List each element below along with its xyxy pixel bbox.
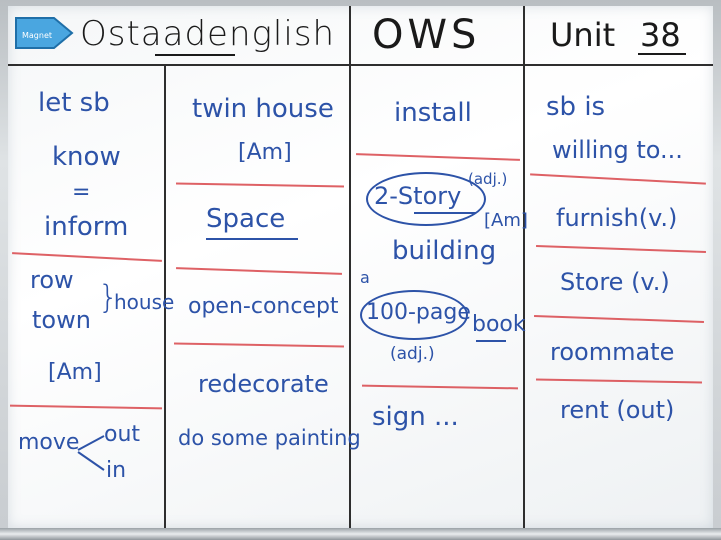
space-underline xyxy=(206,238,298,240)
sticker-text: Magnet xyxy=(22,31,52,40)
col1-item-know: know xyxy=(52,142,121,172)
col3-item-adj-1: (adj.) xyxy=(468,170,508,188)
col3-item-am: [Am] xyxy=(484,210,528,231)
header-divider xyxy=(8,64,713,66)
column-divider-3 xyxy=(523,6,525,528)
story-underline xyxy=(414,212,476,214)
col1-branch-lines xyxy=(77,435,105,471)
marker-tray xyxy=(0,528,721,540)
col2-item-open-concept: open-concept xyxy=(188,294,339,319)
col3-item-book: book xyxy=(472,312,526,337)
col3-item-install: install xyxy=(394,98,472,128)
col2-item-am: [Am] xyxy=(238,140,292,165)
col1-item-inform: inform xyxy=(44,212,129,242)
col2-item-redecorate: redecorate xyxy=(198,370,329,398)
col1-item-equals: = xyxy=(72,180,91,205)
header-logo-text: Ostaadenglish xyxy=(80,14,336,54)
book-underline xyxy=(476,340,506,342)
col2-item-twin-house: twin house xyxy=(192,94,334,124)
header-underline xyxy=(155,54,235,56)
col3-item-100-page: 100-page xyxy=(366,300,471,325)
col3-item-sign: sign ... xyxy=(372,402,459,432)
col4-item-rent-out: rent (out) xyxy=(560,396,675,424)
col1-item-let-sb: let sb xyxy=(38,88,110,118)
col1-item-town: town xyxy=(32,306,91,334)
col1-item-in: in xyxy=(106,458,127,483)
col2-item-do-some-painting: do some painting xyxy=(178,426,361,450)
col4-item-furnish: furnish(v.) xyxy=(556,204,678,232)
col3-item-a: a xyxy=(360,268,370,287)
whiteboard xyxy=(8,6,713,528)
col3-item-2-story: 2-Story xyxy=(374,182,462,210)
col1-item-row: row xyxy=(30,266,74,294)
unit-underline xyxy=(638,53,686,55)
column-divider-1 xyxy=(164,64,166,528)
story-circle xyxy=(366,172,486,226)
col1-item-move: move xyxy=(18,430,80,455)
col2-item-space: Space xyxy=(206,204,286,234)
col1-item-am: [Am] xyxy=(48,360,102,385)
header-center-text: OWS xyxy=(372,12,481,58)
col1-item-house: house xyxy=(114,290,175,314)
col4-item-willing-to: willing to... xyxy=(552,136,683,164)
col1-brace: } xyxy=(98,278,119,316)
col4-item-sb-is: sb is xyxy=(546,92,606,122)
col3-item-adj-2: (adj.) xyxy=(390,344,435,364)
header-unit-label: Unit xyxy=(550,16,616,54)
column-divider-2 xyxy=(349,6,351,528)
col1-item-out: out xyxy=(104,422,141,447)
col4-item-roommate: roommate xyxy=(550,338,675,366)
page-circle xyxy=(360,290,468,340)
header-unit-number: 38 xyxy=(640,16,681,54)
col3-item-building: building xyxy=(392,236,497,266)
col4-item-store: Store (v.) xyxy=(560,268,670,296)
arrow-tag-icon: Magnet xyxy=(15,17,74,49)
